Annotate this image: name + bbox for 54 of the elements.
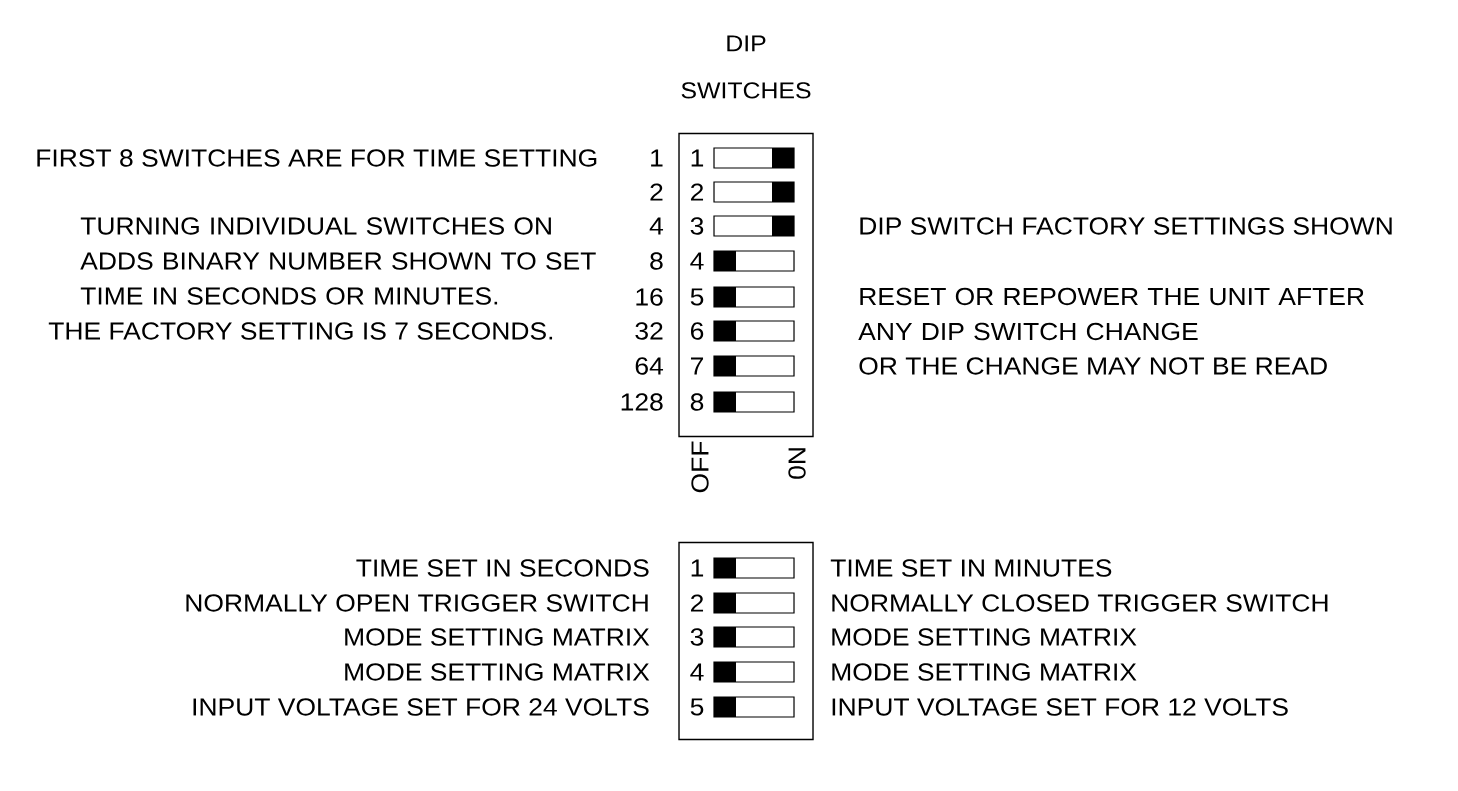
node-label: 5 [690, 288, 704, 306]
note-text: INPUT VOLTAGE SET FOR 12 VOLTS [832, 698, 1288, 716]
note-text: TIME SET IN SECONDS [356, 559, 649, 577]
note-text: TURNING INDIVIDUAL SWITCHES ON ADDS BINARY NUMBER SHOWN TO SET TIME IN SECONDS OR MINUTES. [80, 217, 596, 305]
node-label: 1 [691, 149, 704, 167]
note-text: THE FACTORY SETTING IS 7 SECONDS. [48, 322, 553, 340]
note-text: MODE SETTING MATRIX [832, 663, 1137, 681]
bit-value: 1 [651, 149, 663, 167]
node-label: 5 [690, 698, 704, 716]
dip-switch: 2 [691, 592, 795, 614]
node-label: 3 [690, 628, 704, 646]
node-label: 2 [690, 594, 704, 612]
node-label: 7 [691, 357, 704, 375]
bit-value: 4 [649, 217, 664, 235]
node-label: 2 [690, 183, 704, 201]
bit-value: 2 [650, 183, 663, 201]
dip-switch: 1 [691, 147, 795, 169]
dip-switch: 5 [690, 696, 795, 718]
dip-switch: 7 [691, 355, 795, 377]
heading: DIP SWITCHES [681, 35, 811, 99]
dip-switch: 2 [691, 181, 795, 203]
bit-value: 16 [636, 288, 663, 306]
node-label: 6 [691, 322, 704, 340]
dip-switch: 4 [690, 661, 795, 683]
note-text: MODE SETTING MATRIX [832, 628, 1137, 646]
node-label: 4 [690, 663, 704, 681]
note-text: TIME SET IN MINUTES [830, 559, 1112, 577]
bit-value: 64 [635, 357, 664, 375]
node-label: 3 [690, 217, 704, 235]
dip-switch: 1 [691, 557, 795, 579]
bit-value: 32 [635, 322, 663, 340]
node-label: 1 [691, 559, 704, 577]
switch-position-label: OFF [691, 441, 709, 493]
note-text: DIP SWITCH FACTORY SETTINGS SHOWN [860, 217, 1392, 235]
note-text: FIRST 8 SWITCHES ARE FOR TIME SETTING [37, 149, 597, 167]
dip-switch: 8 [690, 391, 795, 413]
dip-switch: 3 [690, 215, 795, 237]
note-text: NORMALLY OPEN TRIGGER SWITCH [186, 594, 648, 612]
dip-switch: 3 [690, 626, 795, 648]
node-label: 4 [690, 252, 704, 270]
note-text: RESET OR REPOWER THE UNIT AFTER ANY DIP SWITCH CHANGE [858, 287, 1364, 341]
note-text: OR THE CHANGE MAY NOT BE READ [859, 357, 1327, 375]
note-text: MODE SETTING MATRIX [345, 628, 650, 646]
note-text: MODE SETTING MATRIX [345, 663, 650, 681]
note-text: INPUT VOLTAGE SET FOR 24 VOLTS [193, 698, 649, 716]
dip-switch: 6 [691, 320, 795, 342]
dip-switch: 4 [690, 250, 795, 272]
note-text: NORMALLY CLOSED TRIGGER SWITCH [832, 594, 1328, 612]
bit-value: 8 [650, 252, 663, 270]
bit-value: 128 [621, 393, 663, 411]
switch-bank [678, 541, 814, 741]
switch-position-label: 0N [788, 448, 806, 479]
dip-switch: 5 [690, 286, 795, 308]
node-label: 8 [690, 393, 704, 411]
